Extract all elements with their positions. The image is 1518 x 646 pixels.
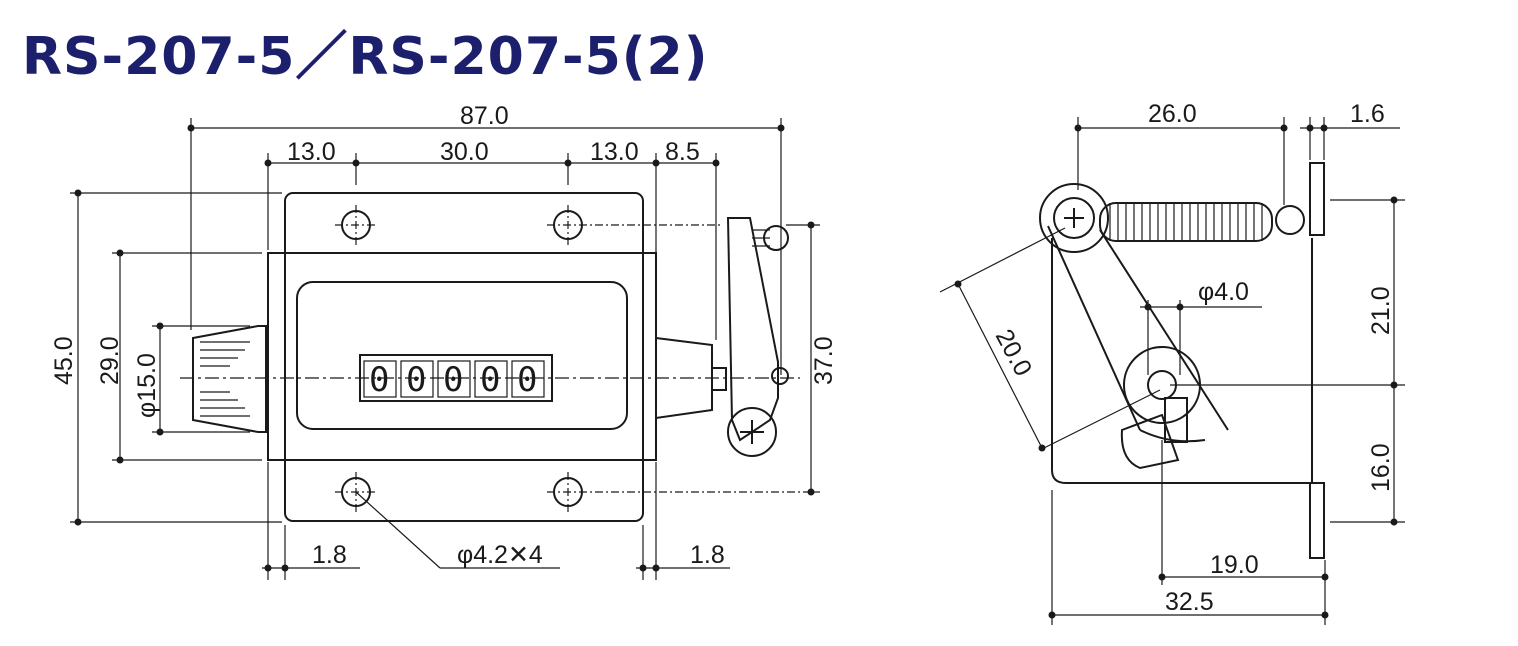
- spring: [1099, 202, 1305, 242]
- digit: 0: [480, 360, 500, 400]
- dim-plate: 1.6: [1350, 100, 1385, 128]
- dim-flange-right: 1.8: [690, 541, 725, 569]
- dim-holes: φ4.2✕4: [457, 541, 543, 569]
- dim-lower: 16.0: [1367, 443, 1395, 492]
- dim-height-29: 29.0: [96, 336, 124, 385]
- mounting-flange: [284, 192, 644, 522]
- dim-upper: 21.0: [1367, 286, 1395, 335]
- mount-plate-lower: [1309, 482, 1325, 559]
- side-dimensions: 26.0 1.6 20.0 φ4.0 21.0 16: [939, 100, 1405, 625]
- dim-pin: φ4.0: [1198, 278, 1249, 306]
- digit: 0: [406, 360, 426, 400]
- dim-spring: 26.0: [1148, 100, 1197, 128]
- dim-lever: 8.5: [665, 138, 700, 166]
- pivot: [1039, 183, 1109, 253]
- dim-center: 30.0: [440, 138, 489, 166]
- side-view: 26.0 1.6 20.0 φ4.0 21.0 16: [939, 100, 1405, 625]
- mount-plate: [1309, 162, 1325, 236]
- dim-overall-width: 87.0: [460, 102, 509, 130]
- digit-wheels: 0 0 0 0 0: [363, 360, 545, 400]
- digit: 0: [443, 360, 463, 400]
- digit: 0: [369, 360, 389, 400]
- dim-arm: 20.0: [990, 325, 1038, 381]
- pin-cam: [1120, 346, 1201, 470]
- dim-flange-left: 1.8: [312, 541, 347, 569]
- dim-height-45: 45.0: [50, 336, 78, 385]
- lever-arm: [1047, 225, 1229, 443]
- front-view: 0 0 0 0 0: [50, 102, 838, 580]
- mounting-holes: [335, 205, 810, 512]
- page-title: RS-207-5／RS-207-5(2): [22, 27, 709, 87]
- dim-left-offset: 13.0: [287, 138, 336, 166]
- dim-height-37: 37.0: [810, 336, 838, 385]
- dim-knob: φ15.0: [133, 353, 161, 418]
- reset-knob: [192, 325, 267, 433]
- dim-right-offset: 13.0: [590, 138, 639, 166]
- actuator-lever: [655, 217, 789, 457]
- digit: 0: [517, 360, 537, 400]
- side-base-plate: [1051, 238, 1313, 484]
- front-dimensions: 87.0 13.0 30.0 13.0 8.5 45.0 29.0: [50, 102, 838, 580]
- dim-pin-offset: 19.0: [1210, 551, 1259, 579]
- dim-total-width: 32.5: [1165, 588, 1214, 616]
- display-window: [296, 281, 628, 430]
